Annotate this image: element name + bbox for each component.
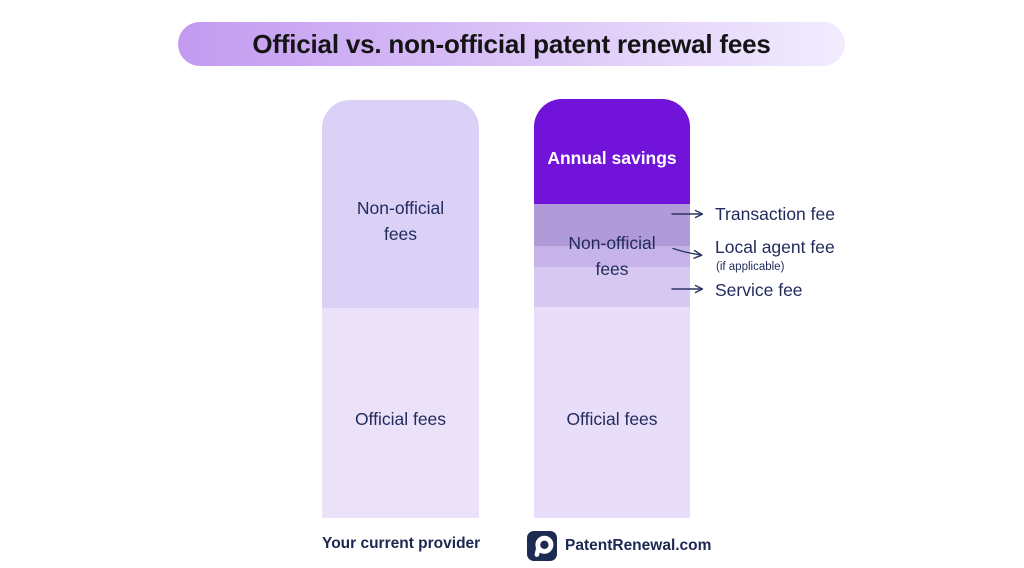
- callout-local-agent-fee: Local agent fee: [715, 237, 835, 257]
- title-banner: Official vs. non-official patent renewal…: [178, 22, 845, 66]
- bar-patentrenewal: Annual savings Official fees Non-officia…: [534, 99, 690, 518]
- segment-label-official-current: Official fees: [354, 409, 447, 429]
- callout-service-fee: Service fee: [715, 280, 803, 300]
- segment-service-fee: [534, 267, 690, 307]
- segment-annual-savings: Annual savings: [534, 99, 690, 204]
- segment-official-current: Official fees: [322, 308, 479, 518]
- patentrenewal-logo-icon: [527, 531, 557, 561]
- brand-name: PatentRenewal.com: [565, 537, 712, 554]
- segment-local-agent-fee: [534, 246, 690, 267]
- callout-arrows: [671, 209, 704, 294]
- arrow-transaction-fee-icon: [671, 209, 704, 219]
- segment-label-annual-savings: Annual savings: [547, 147, 677, 168]
- brand-lockup: PatentRenewal.com: [527, 531, 711, 561]
- segment-nonofficial-current: Non-official fees: [322, 100, 479, 308]
- arrow-service-fee-icon: [671, 284, 704, 294]
- segment-label-nonofficial-current: Non-official fees: [356, 198, 445, 244]
- arrow-local-agent-fee-icon: [672, 247, 703, 259]
- callout-local-agent-note: (if applicable): [716, 261, 785, 273]
- caption-current-provider: Your current provider: [322, 535, 481, 552]
- segment-official-patentrenewal: Official fees: [534, 307, 690, 518]
- segment-transaction-fee: [534, 204, 690, 246]
- callout-transaction-fee: Transaction fee: [715, 204, 835, 224]
- segment-label-official-patentrenewal: Official fees: [566, 408, 658, 429]
- bar-current-provider: Non-official fees Official fees: [322, 100, 479, 518]
- page-title: Official vs. non-official patent renewal…: [252, 28, 771, 59]
